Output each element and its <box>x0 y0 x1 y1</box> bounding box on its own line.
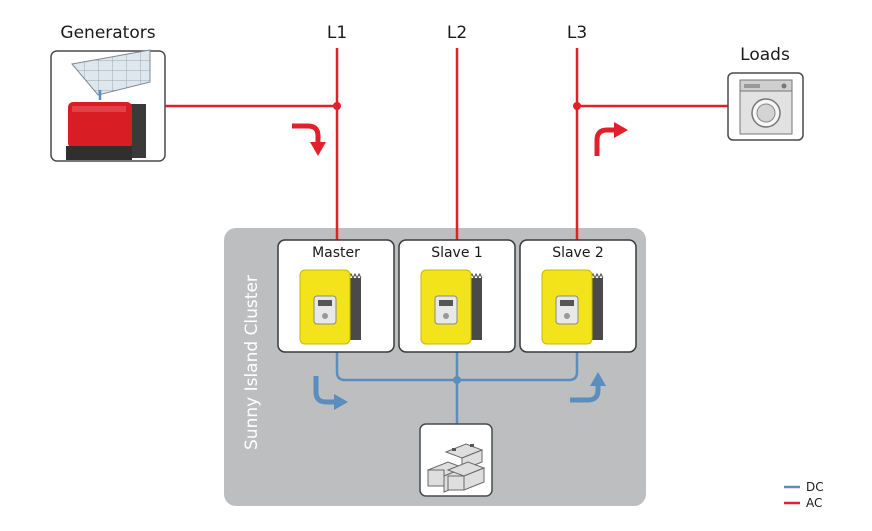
legend-ac-label: AC <box>806 496 822 510</box>
phase-label-l1: L1 <box>327 23 347 43</box>
generators-label: Generators <box>60 23 155 43</box>
generator-icon <box>50 49 166 162</box>
ac-flow-out-arrowhead <box>614 122 628 138</box>
washing-machine-icon <box>727 72 804 141</box>
sunny-island-inverter-icon <box>420 269 483 345</box>
unit-label-slave-1: Slave 1 <box>431 245 483 261</box>
unit-master: Master <box>277 239 395 353</box>
unit-label-master: Master <box>312 245 360 261</box>
pv-panel-icon <box>71 49 151 96</box>
dc-flow-in-arrow <box>570 384 601 403</box>
l1-junction <box>333 102 341 110</box>
sunny-island-inverter-icon <box>299 269 362 345</box>
ac-flow-in-arrow <box>292 123 321 144</box>
legend-dc-label: DC <box>806 480 824 494</box>
unit-label-slave-2: Slave 2 <box>552 245 604 261</box>
dc-flow-out-arrow <box>313 376 336 405</box>
dc-junction <box>453 376 461 384</box>
dc-flow-in-arrowhead <box>590 372 606 386</box>
unit-slave-2: Slave 2 <box>519 239 637 353</box>
battery-icon <box>419 423 493 497</box>
pv-inverter-icon <box>68 102 132 148</box>
sunny-island-inverter-icon <box>541 269 604 345</box>
phase-label-l3: L3 <box>567 23 587 43</box>
ac-flow-out-arrow <box>594 127 616 156</box>
legend: DC AC <box>784 480 824 510</box>
cluster-label: Sunny Island Cluster <box>242 275 262 450</box>
ac-lines <box>165 48 728 242</box>
l3-junction <box>573 102 581 110</box>
phase-label-l2: L2 <box>447 23 467 43</box>
unit-slave-1: Slave 1 <box>398 239 516 353</box>
ac-flow-in-arrowhead <box>310 142 326 156</box>
dc-flow-out-arrowhead <box>334 394 348 410</box>
loads-label: Loads <box>740 45 790 65</box>
